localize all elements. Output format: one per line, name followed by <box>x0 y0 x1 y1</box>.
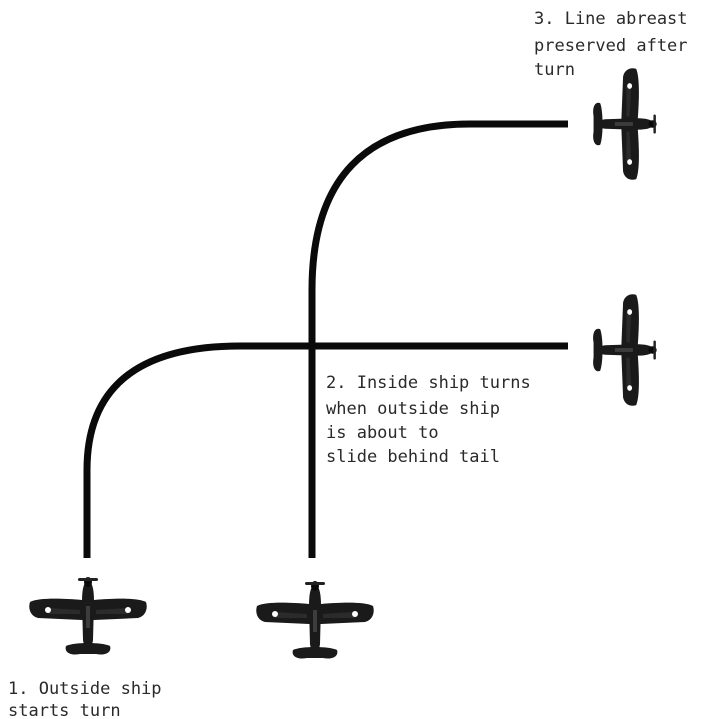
caption-line: 1. Outside ship <box>8 679 162 699</box>
caption-line: when outside ship <box>326 399 500 419</box>
outside-ship-path <box>83 342 568 558</box>
caption-step-2: 2. Inside ship turns when outside ship i… <box>326 373 531 467</box>
fighter-plane-icon <box>593 294 657 406</box>
fighter-plane-icon <box>29 577 147 655</box>
fighter-plane-icon <box>593 68 657 180</box>
caption-line: slide behind tail <box>326 447 500 467</box>
caption-line: is about to <box>326 423 439 443</box>
flight-paths <box>83 120 568 558</box>
fighter-plane-icon <box>256 581 374 659</box>
caption-line: 3. Line abreast <box>534 9 688 29</box>
inside-ship-path <box>308 120 568 558</box>
caption-line: starts turn <box>8 701 121 719</box>
caption-line: turn <box>534 60 575 80</box>
caption-line: preserved after <box>534 36 688 56</box>
aircraft-group <box>29 68 657 659</box>
caption-step-1: 1. Outside ship starts turn <box>8 679 162 719</box>
caption-step-3: 3. Line abreast preserved after turn <box>534 9 688 80</box>
caption-line: 2. Inside ship turns <box>326 373 531 393</box>
